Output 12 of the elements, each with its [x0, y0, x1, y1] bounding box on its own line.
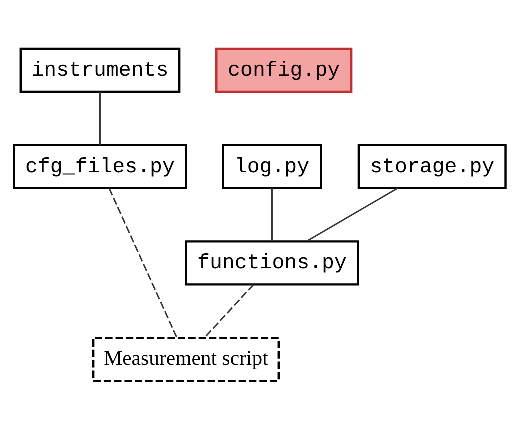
node-box: instruments	[20, 47, 181, 93]
node-box: cfg_files.py	[13, 144, 188, 189]
connector	[100, 92, 101, 145]
connector	[108, 188, 178, 338]
node-box: log.py	[222, 144, 322, 189]
connector	[272, 188, 273, 241]
node-box: Measurement script	[92, 336, 280, 382]
connector	[204, 284, 254, 338]
node-box: config.py	[216, 47, 353, 93]
node-box: functions.py	[185, 240, 360, 286]
node-box: storage.py	[358, 144, 507, 189]
connector	[306, 187, 398, 242]
